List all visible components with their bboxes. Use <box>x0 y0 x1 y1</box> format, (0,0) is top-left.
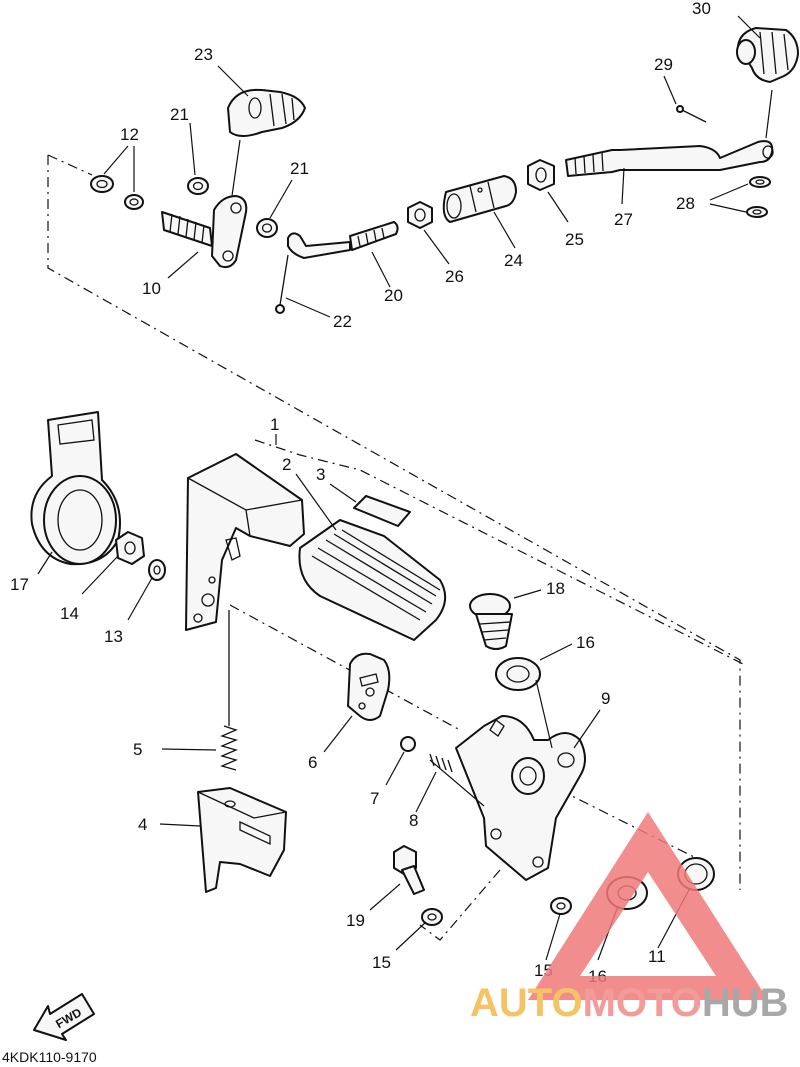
callout-17: 17 <box>10 575 29 594</box>
callout-26: 26 <box>445 267 464 286</box>
callout-19: 19 <box>346 911 365 930</box>
part-16-grommet-upper <box>495 657 541 691</box>
callout-20: 20 <box>384 286 403 305</box>
callout-29: 29 <box>654 55 673 74</box>
callout-24: 24 <box>504 251 523 270</box>
part-3-label-plate <box>353 495 411 527</box>
callout-28: 28 <box>676 194 695 213</box>
part-24-coupler <box>442 175 517 223</box>
part-6-plate <box>347 652 391 721</box>
watermark-word-auto: AUTO <box>470 981 583 1025</box>
callout-9: 9 <box>601 689 610 708</box>
part-19-bolt <box>393 845 425 895</box>
callout-4: 4 <box>138 815 147 834</box>
watermark-word-moto: MOTO <box>583 981 702 1025</box>
callout-11: 11 <box>648 947 666 966</box>
callout-5: 5 <box>133 740 142 759</box>
part-13-washer <box>148 559 166 581</box>
part-22-pin <box>275 254 289 314</box>
part-7-detent-ball <box>400 736 416 752</box>
fwd-direction-arrow: FWD <box>33 993 95 1041</box>
part-8-detent-spring <box>429 753 453 773</box>
callout-8: 8 <box>409 811 418 830</box>
part-18-plug <box>469 593 513 650</box>
watermark-triangle-icon <box>528 812 768 1000</box>
part-14-nut <box>115 531 145 565</box>
callout-27: 27 <box>614 210 633 229</box>
callout-2: 2 <box>282 455 291 474</box>
part-26-nut <box>407 201 433 229</box>
callout-13: 13 <box>104 627 123 646</box>
part-4-slider-block <box>197 787 287 893</box>
part-30-rubber-boot <box>736 27 799 83</box>
part-20-shift-rod <box>287 221 399 259</box>
callout-23: 23 <box>194 45 213 64</box>
drawing-code: 4KDK110-9170 <box>2 1049 97 1065</box>
part-21-washers <box>187 177 278 238</box>
part-1-remote-control-box <box>185 453 305 631</box>
callout-labels: 23 21 12 21 10 22 20 26 24 25 27 29 28 3… <box>10 0 711 986</box>
watermark-word-hub: HUB <box>702 981 789 1025</box>
part-25-nut <box>527 159 555 191</box>
svg-text:AUTOMOTOHUB: AUTOMOTOHUB <box>470 981 789 1025</box>
part-27-long-rod <box>565 140 774 177</box>
callout-7: 7 <box>370 789 379 808</box>
callout-21-lower: 21 <box>290 159 309 178</box>
callout-25: 25 <box>565 230 584 249</box>
part-5-spring <box>220 610 238 771</box>
callout-10: 10 <box>142 279 161 298</box>
part-15-washer-right <box>550 897 572 915</box>
callout-18: 18 <box>546 579 565 598</box>
part-9-shift-housing <box>455 715 586 881</box>
callout-15-left: 15 <box>372 953 391 972</box>
part-12-washers <box>90 175 144 210</box>
callout-12: 12 <box>120 125 139 144</box>
callout-6: 6 <box>308 753 317 772</box>
callout-22: 22 <box>333 312 352 331</box>
part-29-pin <box>676 105 707 123</box>
callout-21-upper: 21 <box>170 105 189 124</box>
part-2-grip <box>298 519 447 641</box>
callout-16-upper: 16 <box>576 633 595 652</box>
part-17-bracket-ring <box>30 411 121 566</box>
part-15-washer-left <box>421 908 443 926</box>
callout-14: 14 <box>60 604 79 623</box>
callout-30: 30 <box>692 0 711 18</box>
callout-3: 3 <box>316 465 325 484</box>
part-28-washers <box>746 176 771 218</box>
part-23-shift-boot <box>227 88 306 137</box>
automotohub-watermark: AUTOMOTOHUB <box>470 812 789 1025</box>
part-10-shift-lever <box>161 195 248 269</box>
callout-1: 1 <box>270 415 279 434</box>
